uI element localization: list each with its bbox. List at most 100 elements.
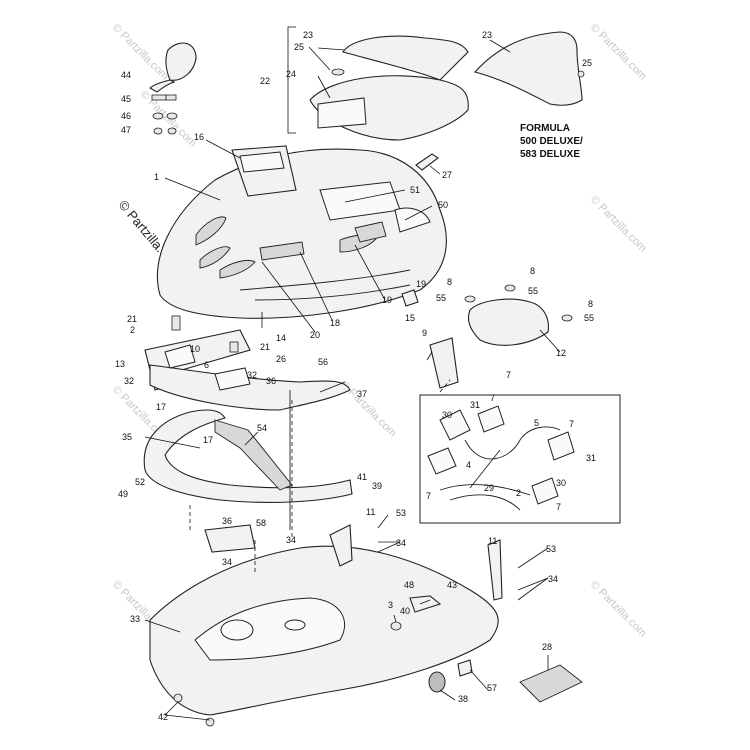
- nut-25-deluxe: [577, 70, 585, 78]
- fitting-43: [409, 595, 442, 613]
- callout-19b: 19: [416, 279, 426, 289]
- washer-40: [390, 621, 402, 631]
- leader: [144, 619, 181, 633]
- leader: [517, 577, 549, 591]
- callout-27: 27: [442, 170, 452, 180]
- watermark: © Partzilla.com: [110, 22, 171, 83]
- clip-27: [415, 153, 439, 171]
- screw-45b: [165, 94, 177, 101]
- callout-25: 25: [294, 42, 304, 52]
- callout-17b: 17: [203, 435, 213, 445]
- plate-31b: [547, 431, 575, 461]
- leader: [517, 577, 549, 601]
- callout-57: 57: [487, 683, 497, 693]
- callout-9: 9: [422, 328, 427, 338]
- callout-42: 42: [158, 712, 168, 722]
- callout-8b: 8: [530, 266, 535, 276]
- callout-26: 26: [276, 354, 286, 364]
- hood-crease: [254, 284, 411, 301]
- callout-36b: 36: [266, 376, 276, 386]
- leader: [164, 714, 211, 721]
- body-well: [194, 597, 346, 661]
- mirror-group: [149, 42, 197, 135]
- bracket-21: [171, 315, 181, 331]
- callout-7-inset-c: 7: [426, 491, 431, 501]
- mirror-44: [165, 42, 197, 81]
- tube-hole: [220, 619, 254, 641]
- callout-55c: 55: [584, 313, 594, 323]
- callout-12: 12: [556, 348, 566, 358]
- screw-45a: [151, 94, 167, 101]
- foot-42a: [173, 693, 183, 703]
- callout-33: 33: [130, 614, 140, 624]
- seat-cover-23: [342, 35, 469, 81]
- callout-46: 46: [121, 111, 131, 121]
- callout-11b: 11: [488, 536, 497, 546]
- leader: [205, 139, 241, 159]
- leader: [344, 189, 406, 203]
- leader: [539, 329, 561, 353]
- model-note-line-3: 583 DELUXE: [520, 149, 580, 160]
- leader: [426, 351, 433, 361]
- watermark: © Partzilla.com: [588, 22, 649, 83]
- callout-37: 37: [357, 389, 367, 399]
- plate-32: [164, 344, 196, 369]
- callouts: 1 2 2 3 4 5 6 7 7 7 7 7 8 8 8 9 10 11 11…: [115, 30, 596, 722]
- callout-30b: 30: [556, 478, 566, 488]
- callout-2: 2: [130, 325, 135, 335]
- callout-4: 4: [466, 460, 471, 470]
- cover-12: [467, 298, 549, 346]
- vent-slot: [219, 259, 256, 279]
- callout-15: 15: [405, 313, 415, 323]
- callout-45: 45: [121, 94, 131, 104]
- callout-52: 52: [135, 477, 145, 487]
- callout-34: 34: [286, 535, 296, 545]
- plate-58: [204, 524, 256, 553]
- pad-28: [519, 664, 583, 703]
- plate-30: [439, 409, 471, 441]
- bracket-22: [287, 26, 296, 134]
- callout-7-inset: 7: [490, 393, 495, 403]
- callout-24: 24: [286, 69, 296, 79]
- callout-20: 20: [310, 330, 320, 340]
- callout-58: 58: [256, 518, 266, 528]
- callout-43: 43: [447, 580, 457, 590]
- lower-body-group: [149, 524, 583, 727]
- cable-29: [449, 494, 521, 511]
- leader: [393, 614, 397, 623]
- bumper-35: [143, 409, 353, 503]
- callout-35: 35: [122, 432, 132, 442]
- callout-6: 6: [204, 360, 209, 370]
- callout-30: 30: [442, 410, 452, 420]
- clip-57: [457, 659, 473, 677]
- callout-2-inset: 2: [516, 488, 521, 498]
- leader: [144, 436, 201, 449]
- callout-34c: 34: [396, 538, 406, 548]
- callout-5: 5: [534, 418, 539, 428]
- callout-7: 7: [506, 370, 511, 380]
- callout-55: 55: [436, 293, 446, 303]
- pin-4: [469, 449, 501, 489]
- bracket-21b: [229, 341, 239, 353]
- side-panel-group: [429, 284, 573, 389]
- bracket-11: [329, 524, 353, 567]
- leader: [404, 205, 433, 221]
- callout-56: 56: [318, 357, 328, 367]
- callout-32: 32: [124, 376, 134, 386]
- leader: [354, 244, 386, 301]
- bumper-15: [401, 289, 419, 307]
- seat-cover-deluxe-23: [473, 31, 583, 106]
- callout-23b: 23: [482, 30, 492, 40]
- nut-25: [331, 68, 345, 76]
- callout-31: 31: [470, 400, 480, 410]
- callout-54: 54: [257, 423, 267, 433]
- leader: [439, 689, 456, 701]
- rail-54: [214, 419, 293, 491]
- leader: [517, 547, 549, 569]
- callout-53: 53: [396, 508, 406, 518]
- vent-slot: [195, 216, 227, 246]
- foot-42b: [205, 717, 215, 727]
- plate-30c: [531, 477, 559, 505]
- leader: [317, 75, 331, 99]
- panel-9: [429, 337, 459, 389]
